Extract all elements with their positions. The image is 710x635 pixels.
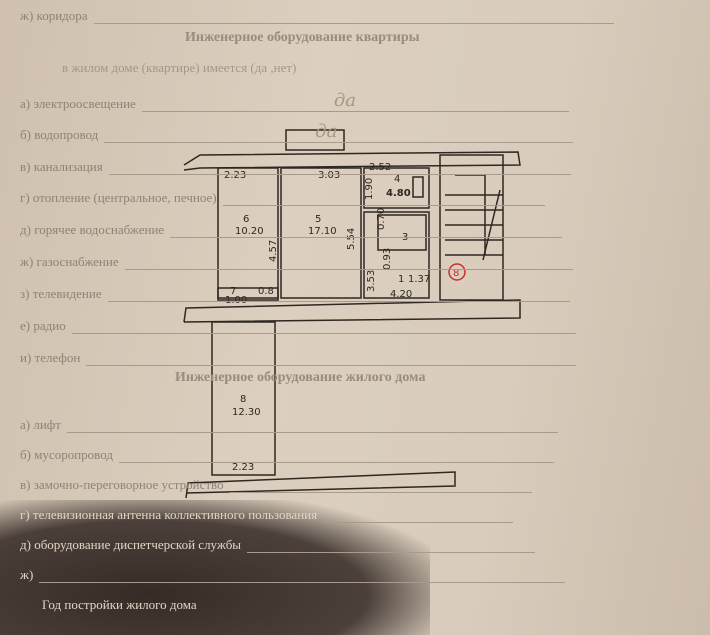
fill-line: [247, 551, 536, 553]
form-row: в) замочно-переговорное устройство: [20, 477, 532, 493]
fill-line: [222, 204, 545, 206]
stairwell: [439, 154, 504, 301]
section-subtitle: в жилом доме (квартире) имеется (да ,нет…: [62, 60, 297, 75]
row-label: в) замочно-переговорное устройство: [20, 477, 224, 492]
fill-line: [39, 581, 566, 583]
room-6: [217, 167, 279, 299]
room-number: 7: [230, 286, 236, 297]
form-row: е) радио: [20, 318, 576, 334]
dim-label: 1.37: [408, 274, 430, 285]
row-label: а) лифт: [20, 417, 61, 432]
fill-line: [71, 332, 576, 334]
area-label: 10.20: [235, 226, 264, 237]
dim-label: 2.52: [369, 162, 391, 173]
form-row: з) телевидение: [20, 286, 570, 302]
dim-label: 0.8: [258, 286, 274, 297]
form-row: г) телевизионная антенна коллективного п…: [20, 507, 514, 523]
form-row: д) оборудование диспетчерской службы: [20, 537, 536, 553]
stamp-number: 8: [453, 268, 459, 279]
room-4: [363, 167, 430, 209]
row-label: д) оборудование диспетчерской службы: [20, 537, 242, 552]
form-row: ж) газоснабжение: [20, 254, 573, 270]
row-label: в) канализация: [20, 159, 103, 174]
area-label: 17.10: [308, 226, 337, 237]
fill-line: да: [141, 92, 569, 112]
fill-line: [323, 521, 514, 523]
row-label: б) водопровод: [20, 127, 99, 142]
form-row: ж): [20, 567, 566, 583]
section-title: Инженерное оборудование квартиры: [185, 30, 420, 45]
room-5: [280, 167, 362, 299]
fill-line: [66, 431, 558, 433]
form-row: д) горячее водоснабжение: [20, 222, 563, 238]
room-number: 4: [394, 174, 400, 185]
fill-line: да: [104, 123, 574, 143]
room-3: [377, 214, 427, 251]
dim-label: 0.93: [382, 248, 393, 270]
stamp-circle: [448, 263, 466, 281]
area-label: 4.20: [390, 289, 412, 300]
balcony: [285, 129, 345, 151]
fill-line: [86, 364, 577, 366]
row-label: ж) коридора: [20, 8, 88, 23]
dim-label: 3.53: [366, 270, 377, 292]
section2-title: Инженерное оборудование жилого дома: [175, 370, 426, 385]
row-label: а) электроосвещение: [20, 96, 136, 111]
year-label: Год постройки жилого дома: [42, 597, 197, 612]
form-row: б) мусоропровод: [20, 447, 554, 463]
handwritten-answer: да: [333, 90, 356, 111]
fill-line: [118, 461, 554, 463]
dim-label: 3.03: [318, 170, 340, 181]
fill-line: [108, 173, 571, 175]
dim-label: 5.54: [346, 228, 357, 250]
room-number: 8: [240, 394, 246, 405]
dim-label: 4.57: [268, 240, 279, 262]
room-7: [217, 287, 279, 301]
form-row: б) водопровод да: [20, 123, 574, 143]
top-wall: [183, 151, 521, 171]
fill-line: [93, 22, 614, 24]
form-row: и) телефон: [20, 350, 577, 366]
handwritten-answer: да: [315, 121, 338, 142]
row-label: з) телевидение: [20, 286, 102, 301]
row-label: б) мусоропровод: [20, 447, 113, 462]
room-number: 1: [398, 274, 404, 285]
room-1: [363, 211, 430, 299]
room-number: 6: [243, 214, 249, 225]
fill-line: [107, 300, 570, 302]
dim-label: 2.23: [224, 170, 246, 181]
bottom-wall: [185, 471, 456, 499]
row-label: ж): [20, 567, 34, 582]
area-label: 12.30: [232, 407, 261, 418]
form-row: в) канализация: [20, 159, 571, 175]
fill-line: [229, 491, 532, 493]
corridor-wall: [183, 299, 521, 323]
fill-line: [170, 236, 563, 238]
room-number: 5: [315, 214, 321, 225]
form-row: г) отопление (центральное, печное): [20, 190, 545, 206]
row-label: ж) газоснабжение: [20, 254, 119, 269]
row-label: д) горячее водоснабжение: [20, 222, 165, 237]
area-label: 4.80: [386, 188, 411, 199]
form-row: а) лифт: [20, 417, 558, 433]
dim-label: 2.23: [232, 462, 254, 473]
row-label: г) телевизионная антенна коллективного п…: [20, 507, 318, 522]
area-label: 1.00: [225, 295, 247, 306]
form-row: а) электроосвещение да: [20, 92, 569, 112]
room-8: [211, 321, 276, 476]
form-row-corridor: ж) коридора: [20, 8, 614, 24]
row-label: е) радио: [20, 318, 66, 333]
row-label: г) отопление (центральное, печное): [20, 190, 217, 205]
dim-label: 1.90: [364, 178, 375, 200]
row-label: и) телефон: [20, 350, 81, 365]
dim-label: 0.70: [376, 208, 387, 230]
fill-line: [124, 268, 573, 270]
